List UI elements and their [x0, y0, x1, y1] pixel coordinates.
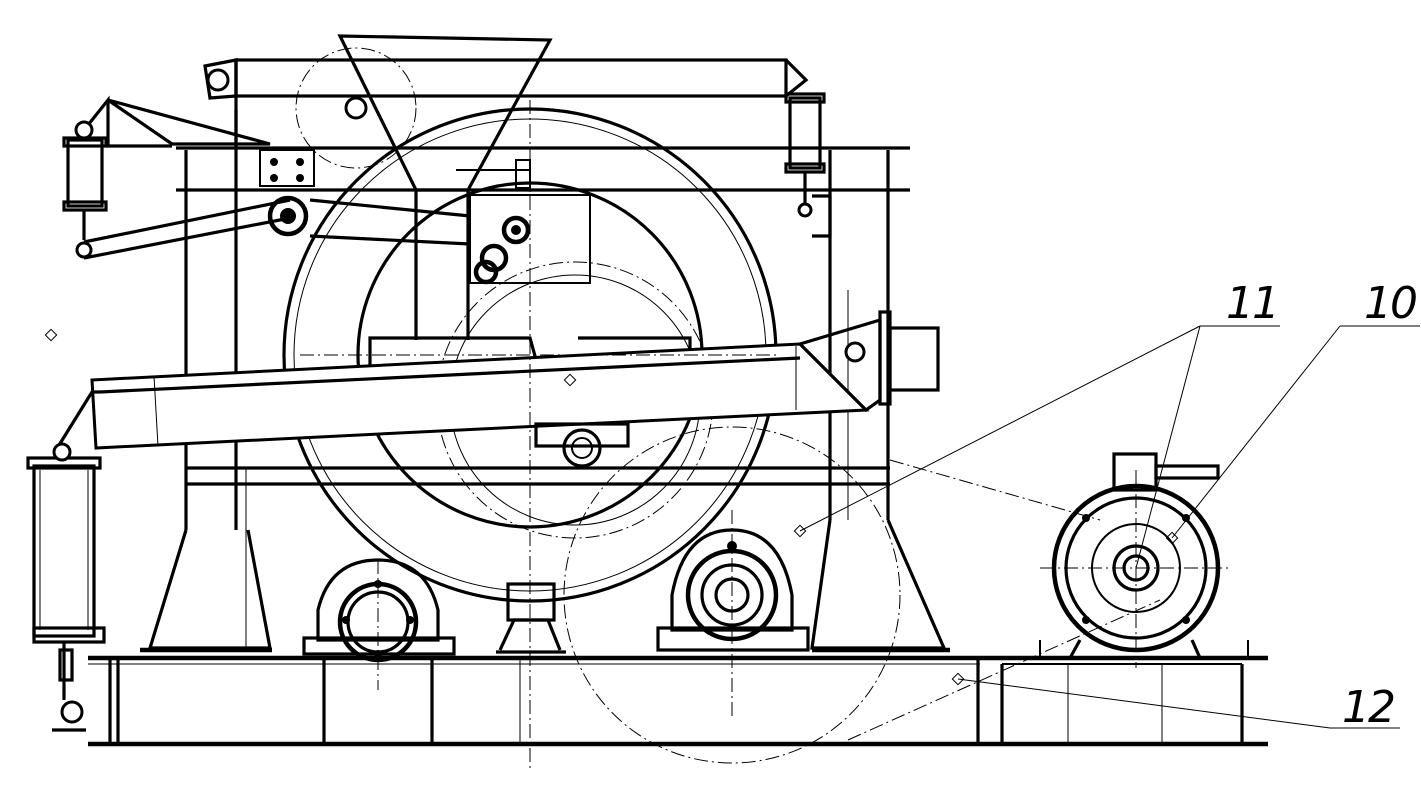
base-frame	[88, 655, 980, 747]
callout-10: 10	[1364, 278, 1416, 329]
small-support	[496, 582, 566, 654]
left-upper-cylinder	[62, 120, 108, 259]
left-upper-linkage	[82, 95, 471, 260]
callout-11: 11	[1226, 278, 1278, 329]
callout-12: 12	[1342, 682, 1394, 733]
roller-mechanism	[456, 159, 531, 285]
hopper	[295, 34, 591, 340]
motor-base-frame	[980, 640, 1268, 747]
right-upper-cylinder	[784, 92, 832, 238]
belt-drive	[847, 459, 1161, 741]
leader-lines	[799, 325, 1420, 729]
reference-markers	[44, 328, 1179, 686]
left-lower-cylinder	[26, 390, 106, 732]
boom-arm	[90, 310, 940, 468]
main-frame	[140, 110, 950, 653]
bearing-left	[302, 558, 456, 663]
center-lines	[290, 94, 1230, 770]
upper-beam	[203, 58, 809, 150]
